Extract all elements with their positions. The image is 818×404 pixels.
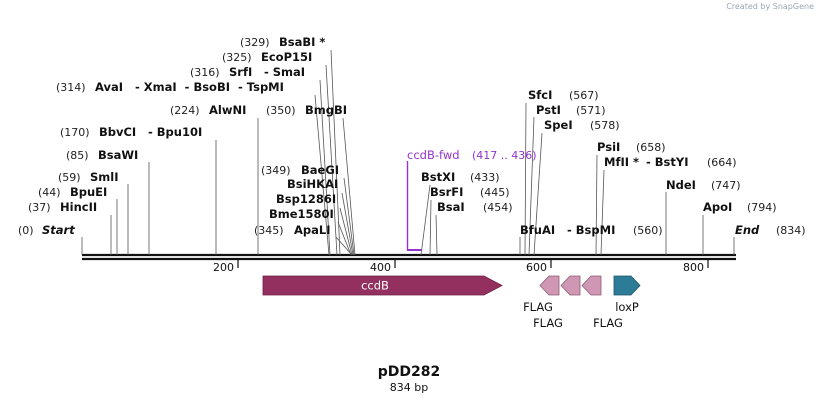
- site-name: BsiHKAI: [287, 177, 338, 191]
- site-pos: (59): [58, 171, 81, 184]
- feature-ccdb[interactable]: ccdB: [262, 275, 503, 296]
- site-pos: (560): [633, 224, 663, 237]
- site-name: HincII: [60, 200, 97, 214]
- site-pos: (834): [776, 224, 806, 237]
- site-name: PsiI: [597, 140, 620, 154]
- site-pos: (224): [170, 104, 200, 117]
- site-name: AlwNI: [209, 103, 246, 117]
- site-name: Bsp1286I: [276, 192, 336, 206]
- site-pos: (314): [56, 81, 86, 94]
- plasmid-size: 834 bp: [389, 381, 429, 394]
- tick-label-200: 200: [213, 261, 234, 274]
- site-labels-right: BstXI (433) BsrFI (445) BsaI (454) BfuAI…: [421, 88, 806, 237]
- site-pos: (85): [66, 149, 89, 162]
- site-pos: (170): [60, 126, 90, 139]
- site-name: BsaI: [437, 200, 465, 214]
- site-name: SpeI: [544, 118, 573, 132]
- site-name: End: [735, 223, 760, 237]
- site-name: BpuEI: [70, 185, 107, 199]
- site-name: BstXI: [421, 170, 455, 184]
- axis-ticks: 200 400 600 800: [213, 259, 709, 274]
- snapgene-credit: Created by SnapGene: [726, 2, 814, 11]
- site-name: BbvCI: [99, 125, 136, 139]
- site-name: SrfI: [229, 65, 252, 79]
- site-name: ApoI: [703, 200, 732, 214]
- site-pos: (345): [254, 224, 284, 237]
- site-pos: (578): [590, 119, 620, 132]
- site-pos: (794): [747, 201, 777, 214]
- plasmid-name: pDD282: [377, 364, 441, 380]
- site-pos: (571): [576, 104, 606, 117]
- site-name: SfcI: [528, 88, 552, 102]
- site-name: AvaI: [95, 80, 123, 94]
- site-pos: (0): [18, 224, 34, 237]
- feature-loxp[interactable]: loxP: [613, 275, 641, 314]
- feature-ccdb-label: ccdB: [361, 279, 389, 293]
- site-pos: (445): [480, 186, 510, 199]
- site-pos: (329): [240, 36, 270, 49]
- primer-range: (417 .. 436): [472, 149, 537, 162]
- feature-flag-2[interactable]: FLAG: [533, 275, 581, 330]
- site-pos: (433): [470, 171, 500, 184]
- site-name-also: - BspMI: [567, 223, 615, 237]
- feature-flag-3[interactable]: FLAG: [581, 275, 623, 330]
- feature-flag-3-label: FLAG: [593, 316, 623, 330]
- primer-ccdb-fwd[interactable]: ccdB-fwd (417 .. 436): [406, 148, 537, 251]
- site-pos: (567): [569, 89, 599, 102]
- site-name: ApaLI: [294, 223, 331, 237]
- site-name-also: - BstYI: [646, 155, 689, 169]
- site-pos: (350): [266, 104, 296, 117]
- site-name: BsaBI *: [279, 35, 325, 49]
- tick-label-600: 600: [526, 261, 547, 274]
- sequence-backbone: [82, 253, 736, 261]
- site-name: BsrFI: [430, 185, 463, 199]
- cut-site-lines: [81, 49, 735, 256]
- site-name: MfII *: [604, 155, 639, 169]
- site-name-also: - SmaI: [264, 65, 305, 79]
- feature-flag-1[interactable]: FLAG: [523, 275, 560, 314]
- site-name: SmlI: [90, 170, 119, 184]
- site-pos: (658): [636, 141, 666, 154]
- site-name: Bme1580I: [269, 207, 334, 221]
- site-name-also: - Bpu10I: [148, 125, 202, 139]
- feature-flag-2-label: FLAG: [533, 316, 563, 330]
- site-pos: (664): [707, 156, 737, 169]
- site-pos: (316): [190, 66, 220, 79]
- site-name: BfuAI: [520, 223, 555, 237]
- site-name: PstI: [536, 103, 561, 117]
- site-pos: (747): [711, 179, 741, 192]
- site-pos: (44): [38, 186, 61, 199]
- site-name: EcoP15I: [261, 50, 312, 64]
- feature-loxp-label: loxP: [615, 300, 639, 314]
- site-name-also: - XmaI - BsoBI - TspMI: [135, 80, 284, 94]
- site-name: BsaWI: [98, 148, 138, 162]
- site-name: BaeGI: [301, 163, 339, 177]
- site-pos: (325): [222, 51, 252, 64]
- site-name: Start: [42, 223, 75, 237]
- site-name: BmgBI: [305, 103, 347, 117]
- tick-label-400: 400: [370, 261, 391, 274]
- site-pos: (37): [28, 201, 51, 214]
- site-name: NdeI: [666, 178, 696, 192]
- tick-label-800: 800: [683, 261, 704, 274]
- site-pos: (454): [483, 201, 513, 214]
- feature-flag-1-label: FLAG: [523, 300, 553, 314]
- site-pos: (349): [261, 164, 291, 177]
- primer-name: ccdB-fwd: [407, 148, 460, 162]
- site-labels-left: (0) Start (37) HincII (44) BpuEI (59) Sm…: [18, 35, 347, 237]
